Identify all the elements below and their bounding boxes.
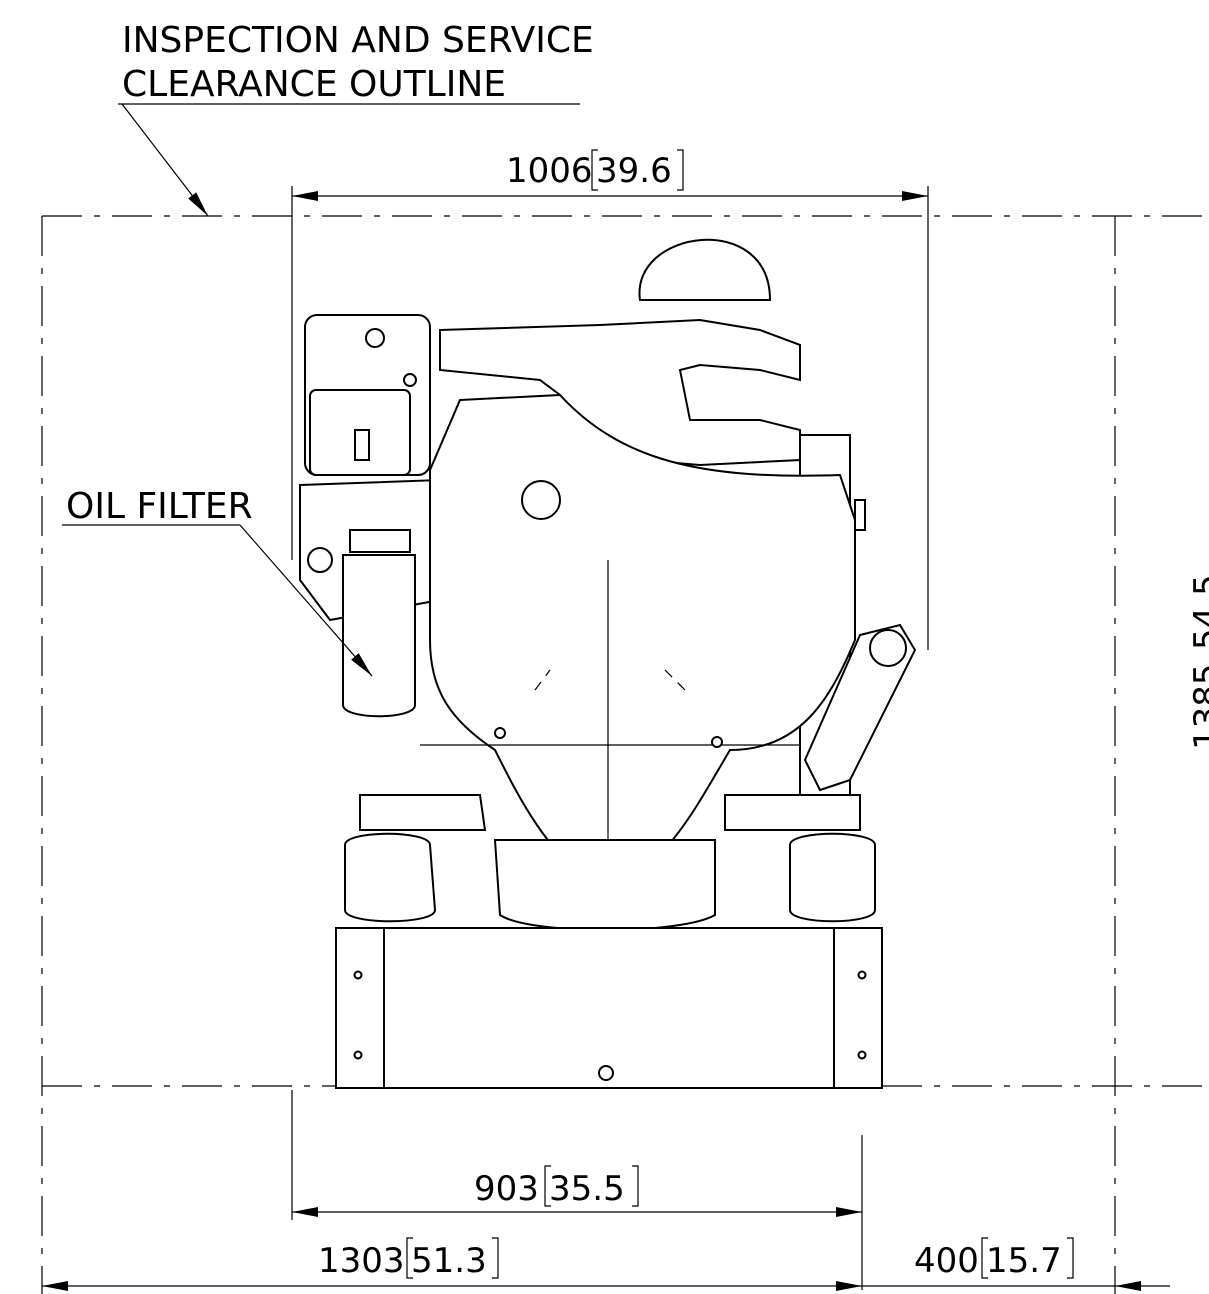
side-clearance-dimension: 400 15.7 — [862, 1237, 1170, 1291]
clearance-label-line1: INSPECTION AND SERVICE — [122, 20, 594, 61]
base-width-mm: 903 — [474, 1169, 539, 1209]
overall-width-in: 51.3 — [411, 1241, 487, 1281]
height-in: 54.5 — [1187, 574, 1209, 650]
oil-filter-callout: OIL FILTER — [62, 486, 373, 677]
base-width-dimension: 903 35.5 — [291, 1090, 863, 1290]
base-width-in: 35.5 — [549, 1169, 625, 1209]
oil-filter-label: OIL FILTER — [66, 486, 253, 527]
top-width-mm: 1006 — [506, 151, 593, 191]
top-width-in: 39.6 — [596, 151, 672, 191]
engine-front-view — [299, 238, 917, 1089]
side-clearance-in: 15.7 — [986, 1241, 1062, 1281]
top-width-dimension: 1006 39.6 — [291, 149, 929, 650]
height-dimension: 1385 54.5 — [1187, 574, 1209, 750]
overall-width-dimension: 1303 51.3 — [42, 1237, 862, 1291]
oil-filter — [342, 529, 416, 718]
clearance-label-line2: CLEARANCE OUTLINE — [122, 64, 506, 105]
clearance-callout: INSPECTION AND SERVICE CLEARANCE OUTLINE — [118, 20, 594, 217]
height-mm: 1385 — [1187, 663, 1209, 750]
side-clearance-mm: 400 — [914, 1241, 979, 1281]
overall-width-mm: 1303 — [318, 1241, 405, 1281]
